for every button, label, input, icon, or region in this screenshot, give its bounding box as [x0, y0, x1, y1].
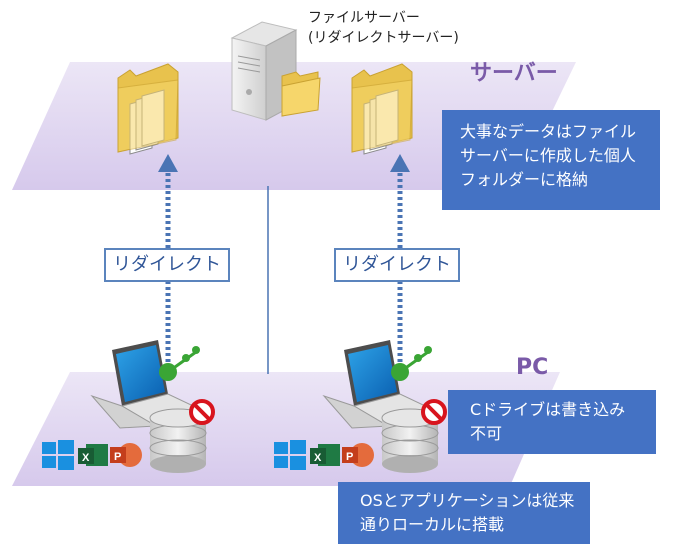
c-drive-note-line2: 不可: [470, 424, 503, 443]
os-apps-note: OSとアプリケーションは従来 通りローカルに搭載: [338, 482, 590, 544]
server-caption: ファイルサーバー (リダイレクトサーバー): [308, 8, 488, 48]
windows-logo-icon-right: [274, 440, 306, 470]
folder-with-documents-icon-right: [351, 63, 413, 155]
prohibited-icon-right: [421, 399, 447, 425]
powerpoint-glyph-right: P: [346, 451, 353, 463]
windows-logo-icon-left: [42, 440, 74, 470]
server-caption-line2: (リダイレクトサーバー): [308, 30, 459, 46]
server-folder-note-line1: 大事なデータはファイル: [460, 122, 637, 141]
os-apps-note-line1: OSとアプリケーションは従来: [360, 491, 575, 510]
server-folder-note-line3: フォルダーに格納: [460, 170, 589, 189]
server-folder-note-line2: サーバーに作成した個人: [460, 146, 636, 165]
folder-with-documents-icon-left: [117, 63, 179, 155]
c-drive-note: Cドライブは書き込み 不可: [448, 390, 656, 454]
powerpoint-glyph-left: P: [114, 451, 121, 463]
powerpoint-icon-right: [342, 443, 374, 467]
c-drive-note-line1: Cドライブは書き込み: [470, 400, 626, 419]
server-caption-line1: ファイルサーバー: [308, 10, 420, 26]
pc-layer-label: PC: [516, 355, 549, 380]
excel-icon-right: [310, 444, 340, 466]
database-drive-icon-left: [149, 408, 207, 473]
green-network-connector-icon-right: [391, 346, 432, 381]
os-apps-note-line2: 通りローカルに搭載: [360, 515, 505, 534]
server-tower-icon: [230, 21, 298, 121]
server-folder-note: 大事なデータはファイル サーバーに作成した個人 フォルダーに格納: [442, 110, 660, 210]
redirect-label-left: リダイレクト: [104, 248, 230, 282]
excel-glyph-right: X: [314, 452, 322, 464]
powerpoint-icon-left: [110, 443, 142, 467]
server-folder-icon: [281, 71, 321, 117]
prohibited-icon-left: [189, 399, 215, 425]
server-layer-label: サーバー: [470, 61, 558, 86]
excel-icon-left: [78, 444, 108, 466]
redirect-label-right: リダイレクト: [334, 248, 460, 282]
green-network-connector-icon-left: [159, 346, 200, 381]
excel-glyph-left: X: [82, 452, 90, 464]
